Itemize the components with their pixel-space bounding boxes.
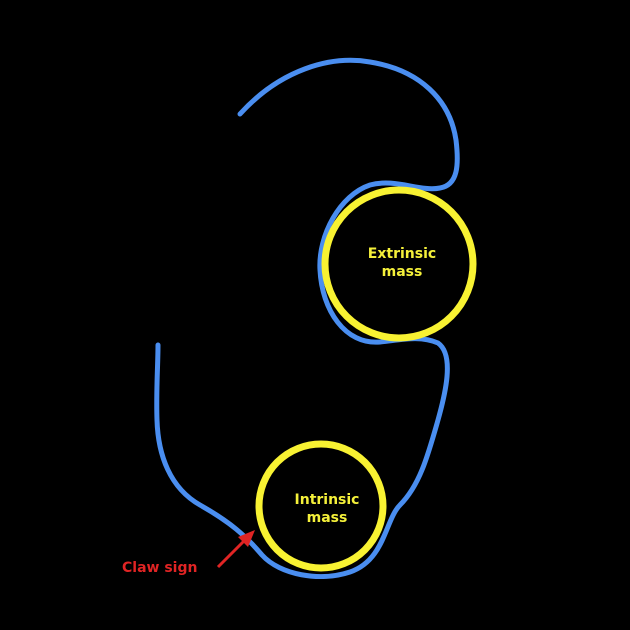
intrinsic-label-line1: Intrinsic <box>294 492 360 508</box>
claw-sign-label: Claw sign <box>122 560 198 576</box>
organ-wall-outline <box>154 57 460 580</box>
extrinsic-label-line1: Extrinsic <box>367 246 437 262</box>
intrinsic-mass-circle <box>255 440 387 572</box>
extrinsic-mass-circle <box>321 186 477 342</box>
extrinsic-label-line2: mass <box>381 264 423 280</box>
intrinsic-label-line2: mass <box>306 510 348 526</box>
extrinsic-mass-label: Extrinsic mass <box>350 245 454 281</box>
claw-sign-arrow <box>216 530 255 569</box>
intrinsic-mass-label: Intrinsic mass <box>275 491 379 527</box>
